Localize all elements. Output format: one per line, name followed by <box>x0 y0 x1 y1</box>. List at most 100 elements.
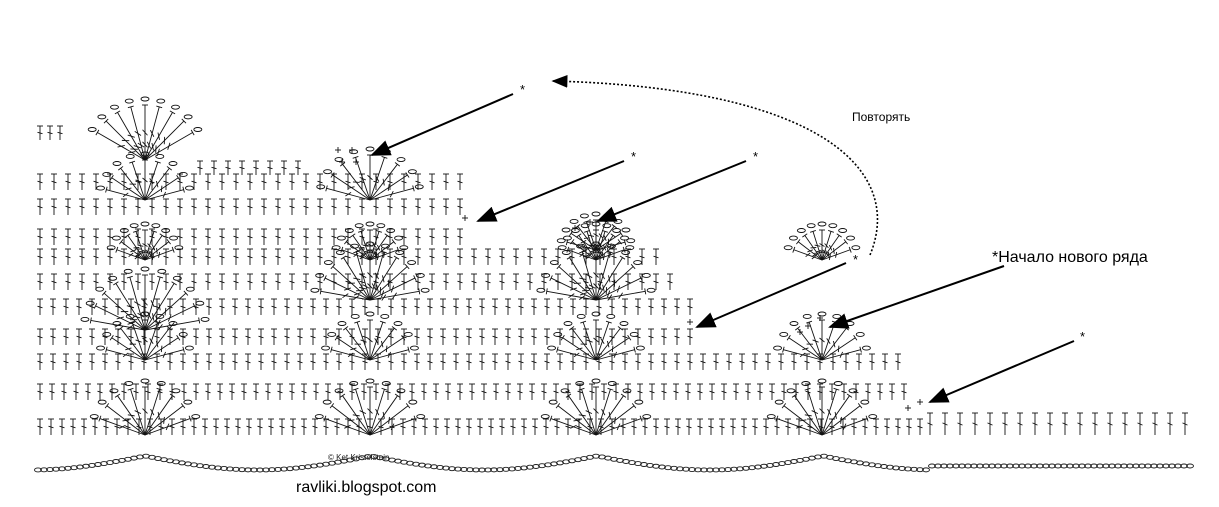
sc-symbol <box>339 159 345 165</box>
dc-symbol <box>719 418 725 435</box>
tr-symbol <box>821 233 842 261</box>
dc-symbol <box>401 353 407 370</box>
dc-symbol <box>687 353 693 370</box>
dc-symbol <box>235 418 241 435</box>
chain-oval-symbol <box>788 235 798 241</box>
dc-symbol <box>429 248 435 265</box>
dc-symbol <box>147 418 153 435</box>
dc-symbol <box>107 198 113 215</box>
dc-symbol <box>709 383 715 400</box>
dc-symbol <box>697 418 703 435</box>
tr-symbol <box>103 118 146 161</box>
chain-oval-symbol <box>327 331 337 337</box>
dc-symbol <box>674 353 680 370</box>
chain-oval-symbol <box>96 345 106 351</box>
dc-symbol <box>505 383 511 400</box>
dc-symbol <box>303 248 309 265</box>
dc-symbol <box>247 198 253 215</box>
dc-symbol <box>583 248 589 265</box>
dc-symbol <box>247 273 253 290</box>
chain-oval-symbol <box>380 243 390 249</box>
chain-oval-symbol <box>591 311 601 317</box>
dc-symbol <box>488 418 494 435</box>
dc-symbol <box>144 175 181 201</box>
dc-symbol <box>544 298 550 315</box>
dc-symbol <box>85 383 91 400</box>
tr-symbol <box>821 230 835 261</box>
dc-symbol <box>135 228 141 245</box>
dc-symbol <box>889 383 895 400</box>
dc-symbol <box>65 248 71 265</box>
dc-symbol <box>93 228 99 245</box>
dc-symbol <box>362 298 368 315</box>
dc-symbol <box>50 298 56 315</box>
chain-oval-symbol <box>607 381 617 386</box>
dc-symbol <box>443 173 449 190</box>
dc-symbol <box>197 160 203 175</box>
dc-symbol <box>289 248 295 265</box>
chain-oval-symbol <box>414 184 424 190</box>
dc-symbol <box>356 418 362 435</box>
dc-symbol <box>625 383 631 400</box>
dc-symbol <box>1062 412 1068 435</box>
dc-symbol <box>98 415 146 436</box>
dc-symbol <box>481 383 487 400</box>
dc-symbol <box>359 173 365 190</box>
dc-symbol <box>317 173 323 190</box>
repeat-label: Повторять <box>852 110 911 124</box>
chain-oval-symbol <box>774 399 784 405</box>
dc-symbol <box>37 328 43 345</box>
foundation-chain <box>34 453 1194 473</box>
dc-symbol <box>76 298 82 315</box>
dc-symbol <box>631 418 637 435</box>
dc-symbol <box>241 383 247 400</box>
arrow-6 <box>928 340 1075 403</box>
dc-symbol <box>583 220 597 251</box>
tr-symbol <box>796 239 823 261</box>
dc-symbol <box>469 383 475 400</box>
dc-symbol <box>415 228 421 245</box>
dc-symbol <box>639 248 645 265</box>
chain-oval-symbol <box>848 388 858 394</box>
dc-symbol <box>401 273 407 290</box>
dc-symbol <box>635 328 641 345</box>
dc-symbol <box>609 353 615 370</box>
dc-symbol <box>247 248 253 265</box>
chain-oval-symbol <box>337 321 347 326</box>
dc-symbol <box>337 383 343 400</box>
dc-symbol <box>59 418 65 435</box>
sc-symbol <box>335 147 341 153</box>
dc-symbol <box>884 418 890 435</box>
dc-symbol <box>443 228 449 245</box>
dc-symbol <box>577 383 583 400</box>
tr-symbol <box>350 233 371 261</box>
dc-symbol <box>79 248 85 265</box>
sc-symbol <box>462 215 468 221</box>
chain-oval-symbol <box>125 153 135 159</box>
dc-symbol <box>401 298 407 315</box>
chain-oval-symbol <box>789 321 799 326</box>
dc-symbol <box>518 328 524 345</box>
dc-symbol <box>219 298 225 315</box>
dc-symbol <box>61 383 67 400</box>
dc-symbol <box>81 418 87 435</box>
dc-symbol <box>674 328 680 345</box>
dc-symbol <box>466 298 472 315</box>
chain-oval-symbol <box>602 223 612 229</box>
dc-symbol <box>267 160 273 175</box>
dc-symbol <box>89 353 95 370</box>
dc-symbol <box>191 418 197 435</box>
dc-symbol <box>144 403 186 436</box>
tr-symbol <box>802 233 823 261</box>
dc-symbol <box>191 248 197 265</box>
chain-oval-symbol <box>95 286 105 292</box>
arrow-5 <box>828 265 1005 329</box>
dc-symbol <box>429 173 435 190</box>
dc-symbol <box>289 173 295 190</box>
dc-symbol <box>205 228 211 245</box>
website-link[interactable]: ravliki.blogspot.com <box>296 479 437 496</box>
dc-symbol <box>191 173 197 190</box>
dc-symbol <box>76 353 82 370</box>
chain-oval-symbol <box>112 161 122 166</box>
